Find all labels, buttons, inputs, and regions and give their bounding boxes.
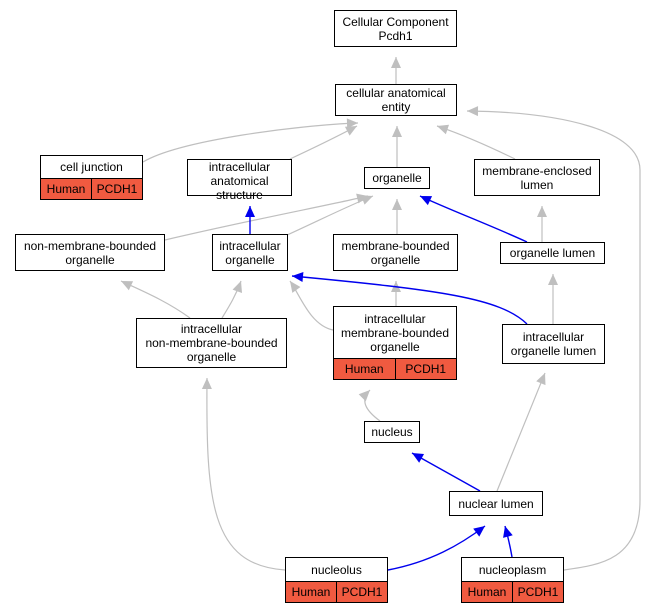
node-label: intracellular non-membrane-bounded organ… — [145, 322, 278, 364]
node-label: membrane-enclosed lumen — [482, 163, 592, 192]
node-iol[interactable]: intracellular organelle lumen — [502, 324, 605, 364]
node-label: nucleolus — [311, 562, 362, 577]
edge-io-ias-arrowhead — [245, 206, 255, 217]
edge-nuc-imbo-arrowhead — [358, 390, 370, 402]
edge-nucleolus-nl-arrowhead — [473, 526, 485, 537]
node-label: non-membrane-bounded organelle — [23, 238, 157, 267]
node-label: nuclear lumen — [458, 496, 534, 511]
edge-nucleolus-inmbo — [206, 377, 286, 571]
edge-iol-io — [291, 275, 528, 325]
edge-inmbo-io-arrowhead — [232, 281, 243, 294]
edge-imbo-io-arrowhead — [290, 281, 301, 293]
node-nmbo[interactable]: non-membrane-bounded organelle — [15, 234, 165, 271]
node-label: organelle lumen — [509, 246, 596, 260]
edge-io-org-arrowhead — [360, 195, 373, 205]
node-mel[interactable]: membrane-enclosed lumen — [474, 159, 600, 196]
edge-ol-mel-arrowhead — [537, 206, 547, 217]
node-label: organelle — [372, 171, 422, 185]
node-label: cell junction — [60, 160, 123, 174]
edge-nl-iol-arrowhead — [536, 373, 546, 386]
edge-iol-ol-arrowhead — [548, 274, 558, 285]
gene-tag: PCDH1 — [512, 582, 563, 602]
node-nuc[interactable]: nucleus — [364, 421, 420, 443]
edge-ias-cae-arrowhead — [344, 126, 357, 136]
species-tag: Human — [334, 359, 395, 379]
gene-tag: PCDH1 — [336, 582, 387, 602]
edge-ias-cae — [289, 125, 358, 160]
edge-cj-cae — [142, 122, 359, 163]
node-label: intracellular organelle lumen — [510, 330, 597, 358]
edge-mel-cae-arrowhead — [437, 124, 450, 135]
edge-np-cae-arrowhead — [467, 106, 479, 117]
edge-nl-nuc-arrowhead — [412, 453, 425, 463]
node-label: intracellular anatomical structure — [208, 160, 271, 202]
node-io[interactable]: intracellular organelle — [212, 234, 288, 271]
edge-io-org — [284, 195, 374, 237]
edge-mbo-org-arrowhead — [392, 199, 402, 210]
species-tag: Human — [41, 179, 91, 199]
edge-np-cae — [466, 110, 641, 571]
edge-nucleolus-inmbo-arrowhead — [201, 378, 212, 390]
node-inmbo[interactable]: intracellular non-membrane-bounded organ… — [136, 318, 287, 368]
edge-inmbo-nmbo — [120, 280, 191, 319]
node-root[interactable]: Cellular Component Pcdh1 — [334, 10, 457, 47]
node-cae[interactable]: cellular anatomical entity — [335, 84, 457, 116]
edge-cj-cae-arrowhead — [346, 118, 358, 129]
edge-inmbo-nmbo-arrowhead — [121, 281, 134, 291]
node-label: membrane-bounded organelle — [341, 238, 450, 267]
edge-iol-io-arrowhead — [292, 272, 304, 283]
species-tag: Human — [462, 582, 512, 602]
edge-org-cae-arrowhead — [392, 126, 402, 137]
species-tag: Human — [286, 582, 336, 602]
node-label: nucleus — [371, 425, 413, 439]
edge-np-nl-arrowhead — [503, 526, 513, 538]
node-ol[interactable]: organelle lumen — [500, 242, 605, 264]
edge-cae-root-arrowhead — [391, 57, 401, 68]
edge-nl-iol — [496, 372, 546, 492]
edge-mel-cae — [436, 125, 516, 160]
node-org[interactable]: organelle — [364, 167, 430, 189]
gene-tag: PCDH1 — [91, 179, 142, 199]
node-label: nucleoplasm — [478, 562, 547, 577]
node-label: intracellular organelle — [219, 238, 281, 267]
node-imbo[interactable]: intracellular membrane-bounded organelle… — [333, 306, 457, 380]
node-mbo[interactable]: membrane-bounded organelle — [333, 234, 458, 271]
gene-tag: PCDH1 — [394, 359, 456, 379]
edge-nmbo-org — [164, 195, 369, 241]
node-ias[interactable]: intracellular anatomical structure — [187, 159, 292, 202]
node-nl[interactable]: nuclear lumen — [449, 491, 543, 516]
node-label: cellular anatomical entity — [346, 86, 446, 114]
edge-ol-org-arrowhead — [420, 196, 433, 206]
edge-nl-nuc — [411, 452, 481, 492]
node-label: intracellular membrane-bounded organelle — [340, 311, 450, 354]
node-label: Cellular Component Pcdh1 — [342, 14, 449, 43]
